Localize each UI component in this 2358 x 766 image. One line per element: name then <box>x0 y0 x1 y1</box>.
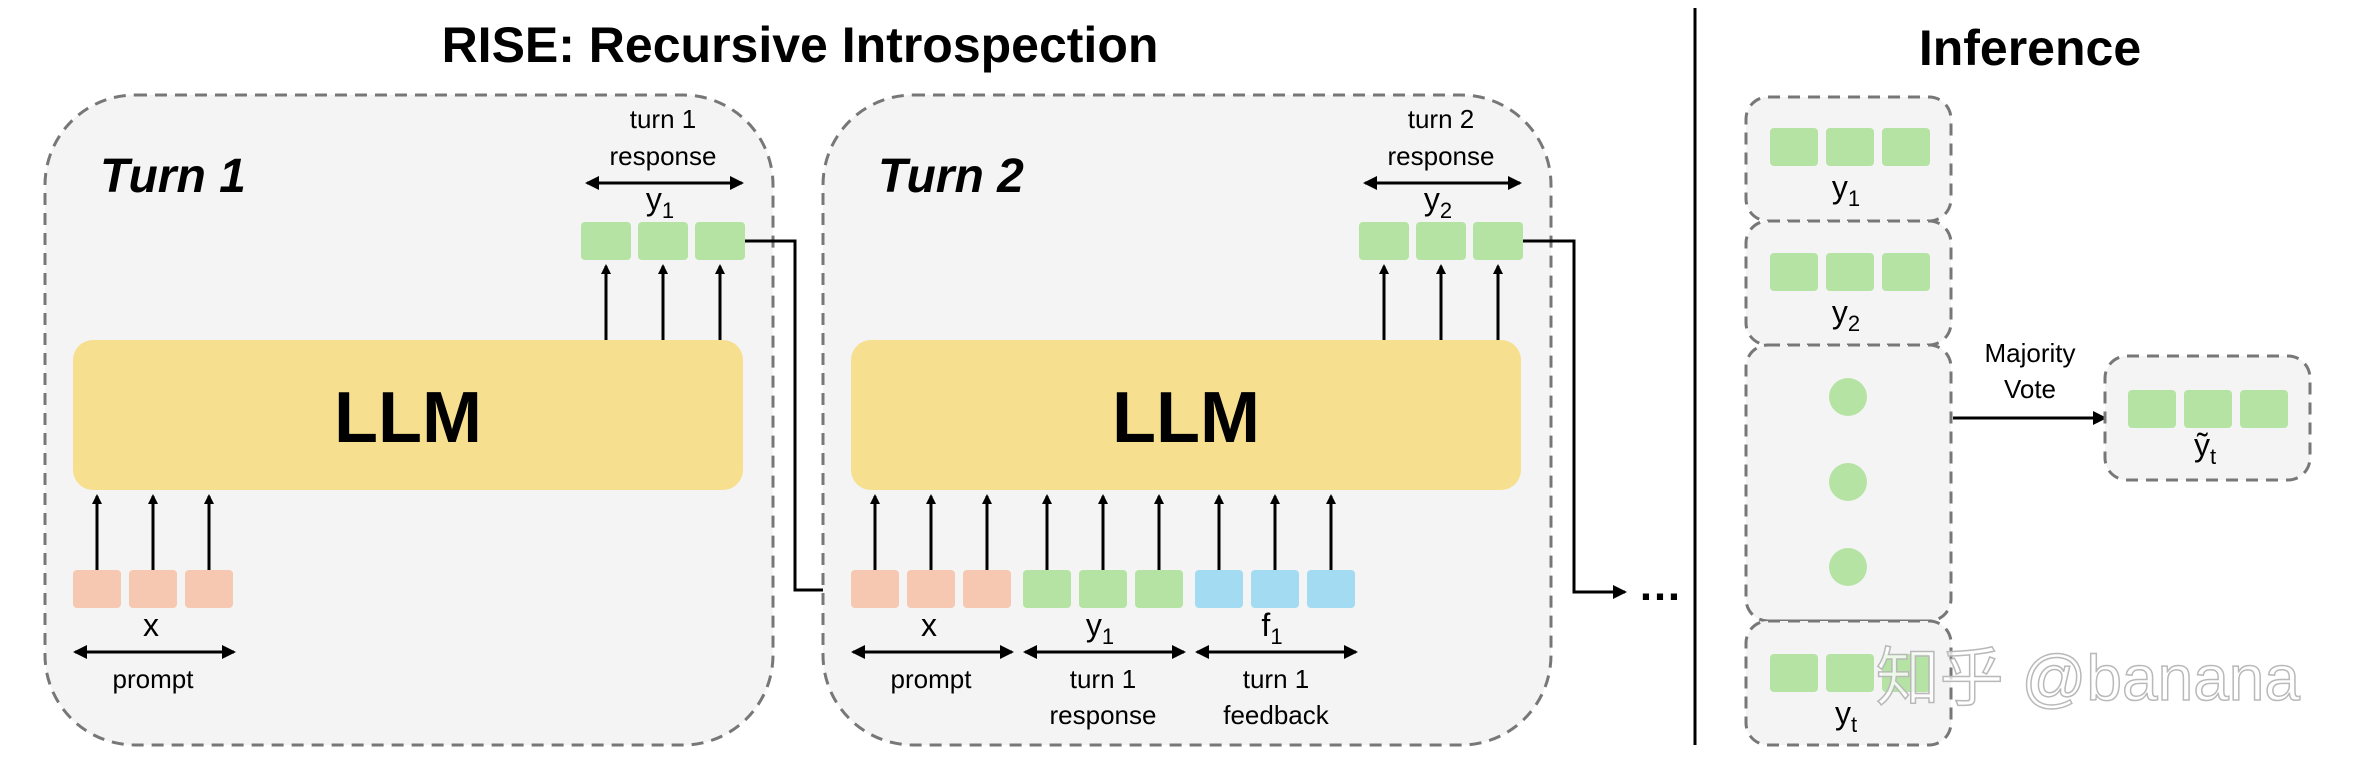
turn1-input-var: x <box>143 607 159 643</box>
turn1-input-token <box>129 570 177 608</box>
turn2-output-token <box>1359 222 1409 260</box>
turn1-panel: Turn 1 LLM turn 1 response y1 x prompt <box>43 93 775 747</box>
turn2-feedback-token <box>1195 570 1243 608</box>
turn2-prompt-caption: prompt <box>891 664 973 694</box>
turn2-feedback-token <box>1307 570 1355 608</box>
turn2-feedback-token <box>1251 570 1299 608</box>
result-token <box>2184 390 2232 428</box>
turn2-output-token <box>1473 222 1523 260</box>
turn2-response-caption: turn 2 <box>1408 104 1475 134</box>
turn2-response-caption-in: turn 1 <box>1070 664 1137 694</box>
turn2-response-caption-in: response <box>1050 700 1157 730</box>
turn1-llm-block <box>73 340 743 490</box>
ellipsis-dot <box>1829 463 1867 501</box>
candidate-label: y2 <box>1832 294 1860 336</box>
turn2-input-var: x <box>921 607 937 643</box>
turn2-panel: Turn 2 LLM turn 2 response y2 <box>821 93 1553 747</box>
turn2-output-var: y2 <box>1424 181 1452 223</box>
turn1-input-token <box>73 570 121 608</box>
turn1-output-token <box>638 222 688 260</box>
candidate-token <box>1882 654 1930 692</box>
turn1-response-caption: response <box>610 141 717 171</box>
candidate-token <box>1882 128 1930 166</box>
turn2-input-var: y1 <box>1086 607 1114 649</box>
majority-vote-label: Vote <box>2004 374 2056 404</box>
candidate-label: yt <box>1835 695 1857 737</box>
turn2-prompt-token <box>963 570 1011 608</box>
turn2-prompt-token <box>907 570 955 608</box>
turn1-output-token <box>695 222 745 260</box>
result-token <box>2128 390 2176 428</box>
turn1-input-token <box>185 570 233 608</box>
turn1-response-caption: turn 1 <box>630 104 697 134</box>
candidate-token <box>1826 253 1874 291</box>
turn2-response-token <box>1135 570 1183 608</box>
candidate-token <box>1770 128 1818 166</box>
candidate-token <box>1770 654 1818 692</box>
inference-panel: y1 y2 yt Majority Vote ỹt <box>1744 95 2312 747</box>
turn2-input-var: f1 <box>1261 607 1282 649</box>
turn2-to-next-connector <box>1523 239 1627 599</box>
turn2-feedback-caption: turn 1 <box>1243 664 1310 694</box>
majority-vote-label: Majority <box>1984 338 2075 368</box>
result-token <box>2240 390 2288 428</box>
turn1-label: Turn 1 <box>100 150 246 203</box>
turn1-to-turn2-connector <box>745 239 848 597</box>
ellipsis-dot <box>1829 378 1867 416</box>
turn2-llm-label: LLM <box>1112 378 1260 458</box>
candidate-token <box>1770 253 1818 291</box>
turn1-llm-label: LLM <box>334 378 482 458</box>
turn2-feedback-caption: feedback <box>1223 700 1330 730</box>
turn2-response-caption: response <box>1388 141 1495 171</box>
turn2-response-token <box>1023 570 1071 608</box>
candidate-token <box>1826 128 1874 166</box>
continuation-ellipsis: … <box>1638 561 1682 610</box>
inference-title: Inference <box>1919 20 2141 76</box>
turn1-prompt-caption: prompt <box>113 664 195 694</box>
main-title: RISE: Recursive Introspection <box>442 17 1159 73</box>
turn2-prompt-token <box>851 570 899 608</box>
watermark: 知乎 @banana <box>1876 642 2301 714</box>
candidate-token <box>1826 654 1874 692</box>
result-label: ỹt <box>2194 427 2216 469</box>
candidate-token <box>1882 253 1930 291</box>
turn1-output-var: y1 <box>646 181 674 223</box>
turn2-response-token <box>1079 570 1127 608</box>
turn2-label: Turn 2 <box>878 150 1024 203</box>
ellipsis-dot <box>1829 548 1867 586</box>
turn2-output-token <box>1416 222 1466 260</box>
turn1-output-token <box>581 222 631 260</box>
candidate-label: y1 <box>1832 169 1860 211</box>
turn2-llm-block <box>851 340 1521 490</box>
